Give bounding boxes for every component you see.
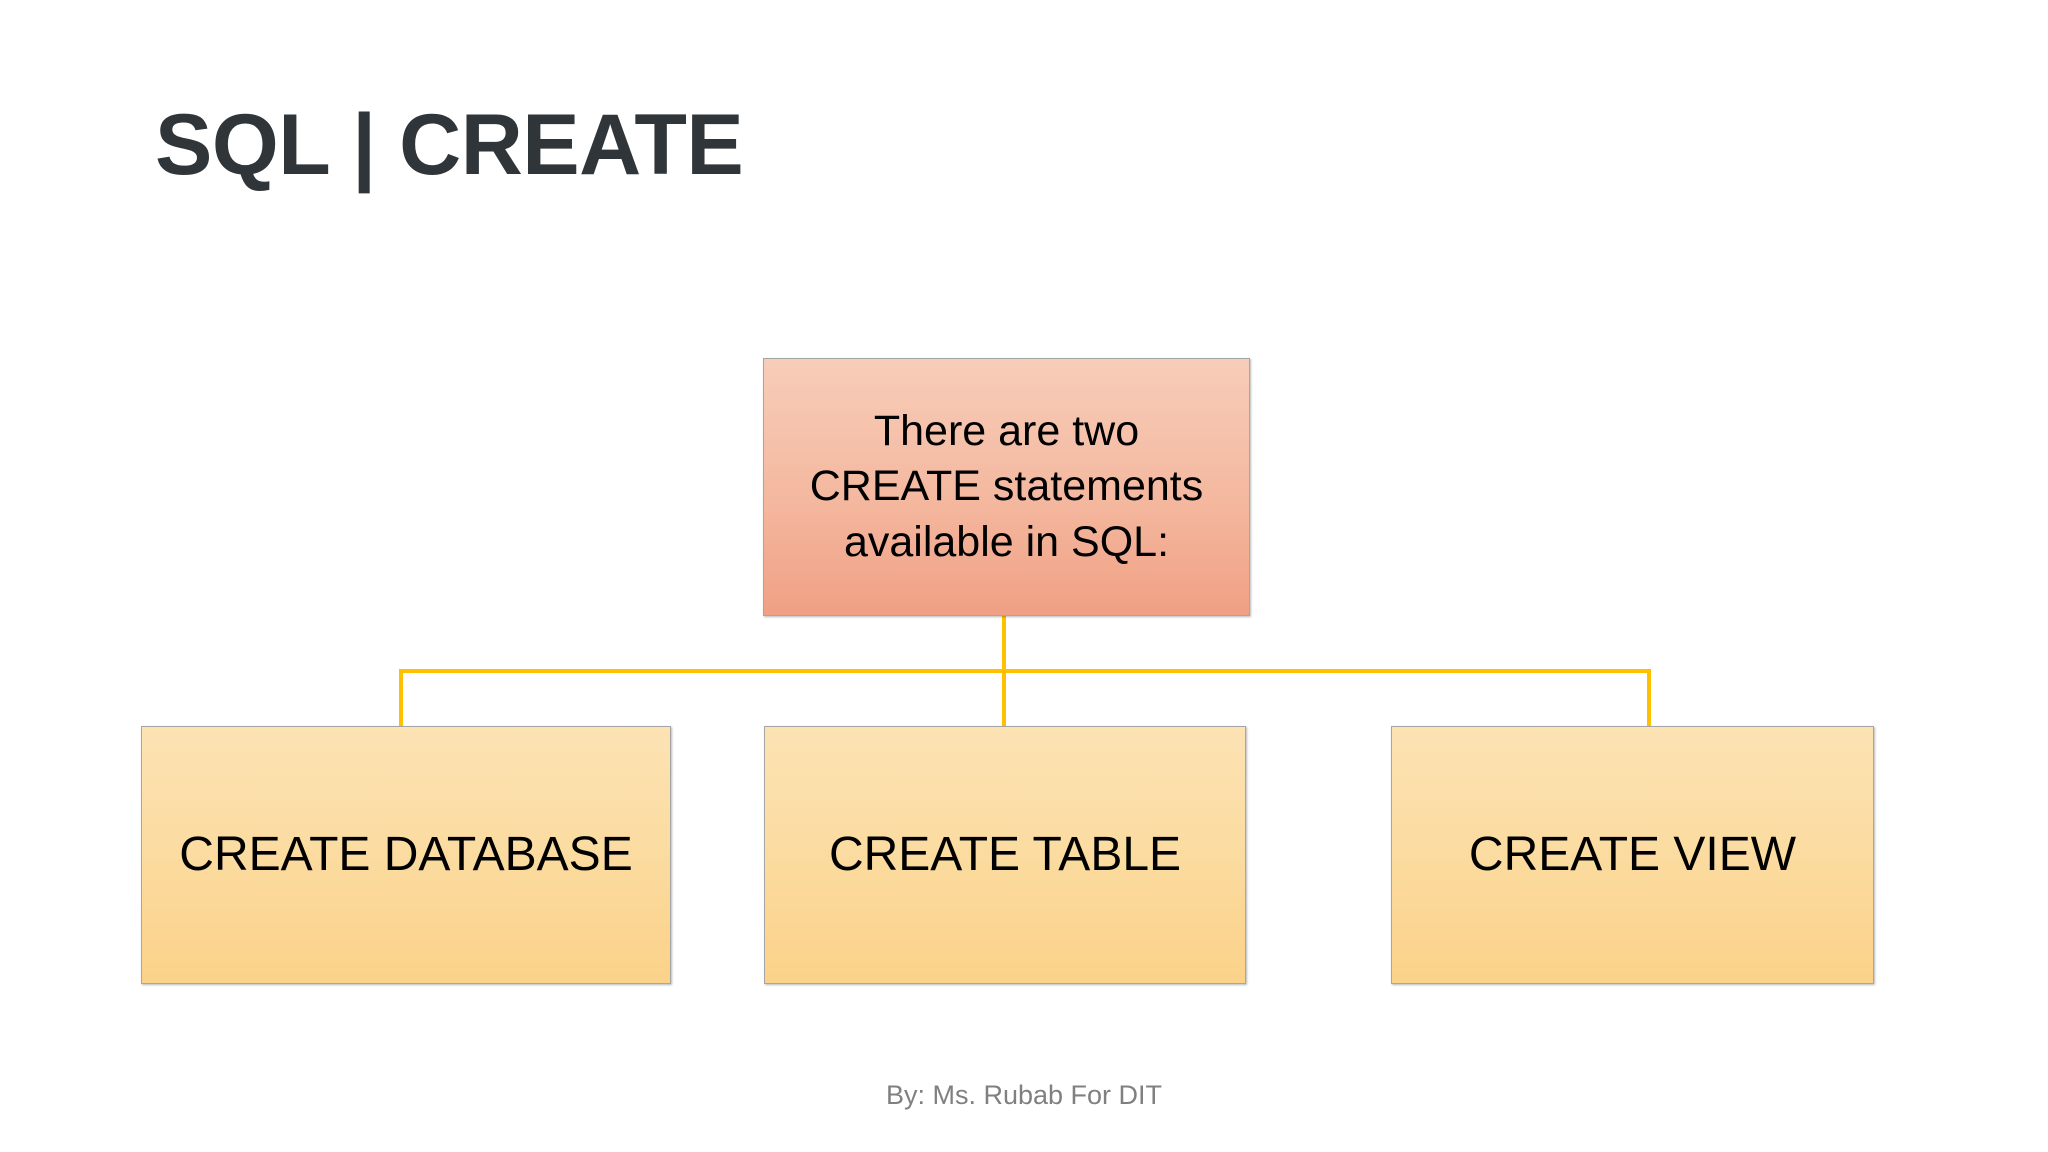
node-create-database-label: CREATE DATABASE (179, 828, 633, 882)
node-create-view-label: CREATE VIEW (1468, 828, 1797, 882)
node-create-table-label: CREATE TABLE (828, 828, 1182, 882)
node-create-statements-label: There are two CREATE statements availabl… (809, 407, 1204, 566)
node-create-view[interactable]: CREATE VIEW (1391, 726, 1874, 984)
node-create-database[interactable]: CREATE DATABASE (141, 726, 671, 984)
node-create-statements[interactable]: There are two CREATE statements availabl… (763, 358, 1250, 616)
slide-footer-credit: By: Ms. Rubab For DIT (885, 1080, 1163, 1110)
node-create-table[interactable]: CREATE TABLE (764, 726, 1246, 984)
page-title: SQL | CREATE (155, 97, 744, 193)
